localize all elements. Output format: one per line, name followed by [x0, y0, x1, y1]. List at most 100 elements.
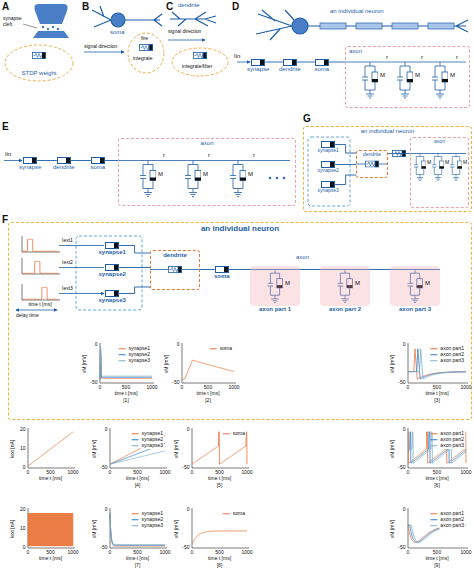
axon-ladder: [140, 161, 156, 197]
axis-label: time t [ms]: [425, 391, 448, 397]
legend-label: synapse2: [128, 352, 151, 358]
wire-connector: [71, 160, 91, 161]
tick-label: 1000: [460, 385, 471, 391]
memristor-box: synapse2: [318, 161, 339, 174]
legend-sample: [119, 354, 126, 355]
axis-label: time t [ms]: [208, 556, 231, 562]
axis-label: time t [ms]: [425, 556, 448, 562]
annotation-label: Iext2: [62, 260, 73, 266]
axon-ladder: [276, 177, 278, 179]
legend-label: axon part1: [439, 346, 465, 352]
neuron-circuit: [414, 154, 426, 181]
axon-ladder: [397, 62, 413, 98]
wire-connector: [200, 269, 215, 270]
legend-sample: [119, 348, 126, 349]
tick-label: 500: [433, 470, 441, 476]
node-text: synapse3: [318, 188, 339, 194]
tick-label: 0: [181, 385, 184, 391]
chart-axis: [100, 343, 154, 383]
chart-plot: [192, 428, 249, 468]
tick-label: 0: [407, 470, 410, 476]
panel-number: [9]: [434, 563, 440, 569]
chart-curve: [408, 349, 466, 379]
synapse-illustration: [52, 26, 55, 29]
dendrite-illustration: [168, 12, 228, 76]
annotation-label: M: [158, 171, 163, 178]
chart-plot: [28, 428, 75, 468]
tick-label: -50: [182, 545, 189, 551]
chart-plot: [408, 508, 468, 548]
legend-sample: [132, 519, 139, 520]
annotation-label: r: [456, 54, 458, 61]
chart-plot: [22, 258, 60, 274]
panel-number: [8]: [217, 563, 223, 569]
chart-curve: [28, 513, 73, 546]
axon-ladder: [4, 62, 466, 197]
annotation-label: axon: [296, 254, 309, 261]
legend-sample: [223, 433, 230, 434]
axon-ladder: [237, 62, 250, 63]
chart-curve: [110, 436, 165, 465]
tick-label: 0: [105, 427, 108, 433]
legend-label: soma: [232, 431, 246, 437]
memristor-box: dendrite: [279, 59, 301, 73]
wire-connector: [300, 269, 320, 270]
node-text: an individual neuron: [361, 128, 415, 135]
neuron-illustration: [320, 23, 346, 29]
chart-axis: [22, 284, 60, 300]
annotation-label: soma: [110, 29, 125, 36]
wire-connector: [265, 62, 283, 63]
tick-label: 500: [433, 385, 441, 391]
axon-part-box: axon part 3: [390, 266, 440, 313]
tick-label: 1000: [241, 550, 252, 556]
tick-label: 500: [204, 385, 212, 391]
tick-label: 0: [109, 550, 112, 556]
annotation-label: signal direction: [84, 44, 117, 50]
chart-curve: [408, 432, 466, 463]
axis-label: time t [ms]: [28, 302, 51, 308]
synapse-illustration: [47, 28, 50, 31]
memristor-box: synapse3: [318, 181, 339, 194]
group-box: axon: [410, 137, 469, 208]
wire-connector: [388, 153, 410, 154]
chart-axis: [408, 508, 468, 548]
memristor-symbol: [23, 157, 37, 164]
annotation-label: M: [425, 280, 430, 287]
annotation-label: Iext3: [62, 286, 73, 292]
ellipse-outline: [4, 44, 74, 82]
dendrite-illustration: [194, 53, 207, 59]
memristor-box: synapse3: [99, 290, 126, 304]
chart-curve: [22, 287, 58, 299]
panel-letter: B: [82, 1, 89, 12]
annotation-label: M: [450, 72, 455, 79]
legend-label: axon part2: [439, 437, 465, 443]
legend-sample: [430, 433, 437, 434]
memristor-box: soma: [315, 59, 330, 73]
group-box: an individual neuronsynapse1synapse2syna…: [8, 222, 472, 420]
tick-label: 500: [133, 470, 141, 476]
neuron-illustration: [140, 45, 153, 51]
chart-plot: [110, 428, 167, 468]
axis-label: vM [mV]: [390, 440, 396, 458]
annotation-label: Iext1: [62, 238, 73, 244]
neuron-circuit: [450, 154, 462, 181]
chart-plot: [28, 508, 75, 548]
legend-label: synapse1: [128, 346, 151, 352]
panel-letter: F: [2, 214, 8, 225]
neuron-illustration: [84, 52, 124, 53]
tick-label: 0: [191, 550, 194, 556]
chart-plot: [100, 343, 154, 383]
memristor-symbol: [57, 157, 71, 164]
node-text: axon part 2: [329, 306, 361, 313]
node-text: axon part 3: [399, 306, 431, 313]
chart-plot: [408, 343, 468, 383]
panel-number: [1]: [123, 398, 129, 404]
tick-label: 500: [46, 550, 54, 556]
tick-label: 0: [23, 465, 26, 471]
axon-part-box: axon part 2: [320, 266, 370, 313]
axis-label: vM [mV]: [92, 520, 98, 538]
wire-connector: [119, 267, 150, 268]
legend-label: axon part2: [439, 352, 465, 358]
legend-label: synapse2: [141, 437, 164, 443]
annotation-label: Iin: [5, 151, 11, 158]
